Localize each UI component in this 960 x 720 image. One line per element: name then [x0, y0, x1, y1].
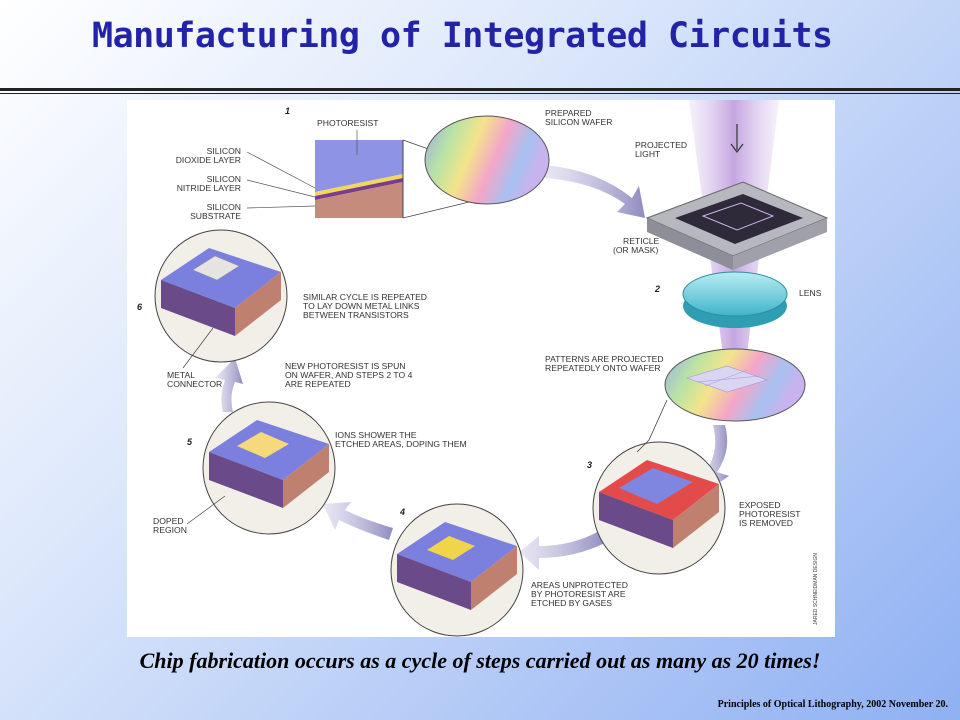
step-number-6: 6	[137, 302, 143, 312]
slide-title: Manufacturing of Integrated Circuits	[92, 16, 833, 56]
label-prepared-wafer-1: PREPARED	[545, 108, 592, 118]
label-etched-1: AREAS UNPROTECTED	[531, 580, 628, 590]
label-exposed-1: EXPOSED	[739, 500, 781, 510]
lens	[682, 271, 788, 328]
cycle-diagram: 1 PHOTORESIST SILICON DIOXIDE LAYER SILI…	[137, 100, 829, 637]
lithography-cycle-figure: 1 PHOTORESIST SILICON DIOXIDE LAYER SILI…	[127, 100, 835, 637]
cycle-arrow-5-6	[215, 358, 243, 412]
label-silicon-substrate-2: SUBSTRATE	[190, 211, 241, 221]
label-similar-cycle-1: SIMILAR CYCLE IS REPEATED	[303, 292, 427, 302]
label-projected-light-2: LIGHT	[635, 149, 661, 159]
label-metal-connector-2: CONNECTOR	[167, 379, 222, 389]
slide-caption: Chip fabrication occurs as a cycle of st…	[139, 648, 821, 673]
title-rule-top	[0, 88, 960, 91]
label-ions-1: IONS SHOWER THE	[335, 430, 417, 440]
reticle-mask	[645, 181, 829, 270]
label-silicon-nitride-1: SILICON	[207, 174, 241, 184]
label-reticle-1: RETICLE	[623, 236, 660, 246]
label-lens: LENS	[799, 288, 822, 298]
label-metal-connector-1: METAL	[167, 370, 195, 380]
ion-doping-circle	[202, 401, 336, 535]
cycle-arrow-4-5	[323, 502, 393, 540]
title-rule-bottom	[0, 93, 960, 94]
metal-connector-leader	[182, 327, 214, 369]
label-similar-cycle-2: TO LAY DOWN METAL LINKS	[303, 301, 420, 311]
step-number-2: 2	[654, 284, 660, 294]
designer-credit: JARED SCHNEIDMAN DESIGN	[813, 553, 819, 625]
doped-region-leader	[186, 495, 226, 525]
label-ions-2: ETCHED AREAS, DOPING THEM	[335, 439, 467, 449]
label-etched-3: ETCHED BY GASES	[531, 598, 612, 608]
label-similar-cycle-3: BETWEEN TRANSISTORS	[303, 310, 409, 320]
label-silicon-nitride-2: NITRIDE LAYER	[177, 183, 241, 193]
label-reticle-2: (OR MASK)	[613, 245, 658, 255]
label-new-photoresist-2: ON WAFER, AND STEPS 2 TO 4	[285, 370, 413, 380]
label-doped-2: REGION	[153, 525, 187, 535]
slide-footer-credit: Principles of Optical Lithography, 2002 …	[717, 699, 948, 710]
step-number-5: 5	[187, 437, 193, 447]
patterned-wafer	[664, 348, 806, 422]
light-direction-arrow	[730, 124, 744, 153]
label-projected-light-1: PROJECTED	[635, 140, 687, 150]
label-new-photoresist-3: ARE REPEATED	[285, 379, 351, 389]
label-silicon-dioxide-2: DIOXIDE LAYER	[176, 155, 241, 165]
label-doped-1: DOPED	[153, 516, 184, 526]
label-silicon-substrate-1: SILICON	[207, 202, 241, 212]
label-new-photoresist-1: NEW PHOTORESIST IS SPUN	[285, 361, 406, 371]
label-prepared-wafer-2: SILICON WAFER	[545, 117, 612, 127]
metal-links-circle	[154, 229, 288, 363]
step-number-1: 1	[285, 106, 290, 116]
step-number-3: 3	[587, 460, 592, 470]
label-silicon-dioxide-1: SILICON	[207, 146, 241, 156]
label-exposed-3: IS REMOVED	[739, 518, 793, 528]
label-photoresist: PHOTORESIST	[317, 118, 379, 128]
etched-areas-circle	[390, 503, 524, 637]
step-number-4: 4	[399, 507, 405, 517]
label-patterns-1: PATTERNS ARE PROJECTED	[545, 354, 664, 364]
cycle-arrow-3-4	[519, 530, 607, 570]
label-patterns-2: REPEATEDLY ONTO WAFER	[545, 363, 661, 373]
prepared-wafer	[424, 115, 550, 205]
cycle-arrow-1-2	[545, 165, 645, 218]
exposed-photoresist-circle	[592, 399, 726, 575]
label-etched-2: BY PHOTORESIST ARE	[531, 589, 626, 599]
label-exposed-2: PHOTORESIST	[739, 509, 801, 519]
